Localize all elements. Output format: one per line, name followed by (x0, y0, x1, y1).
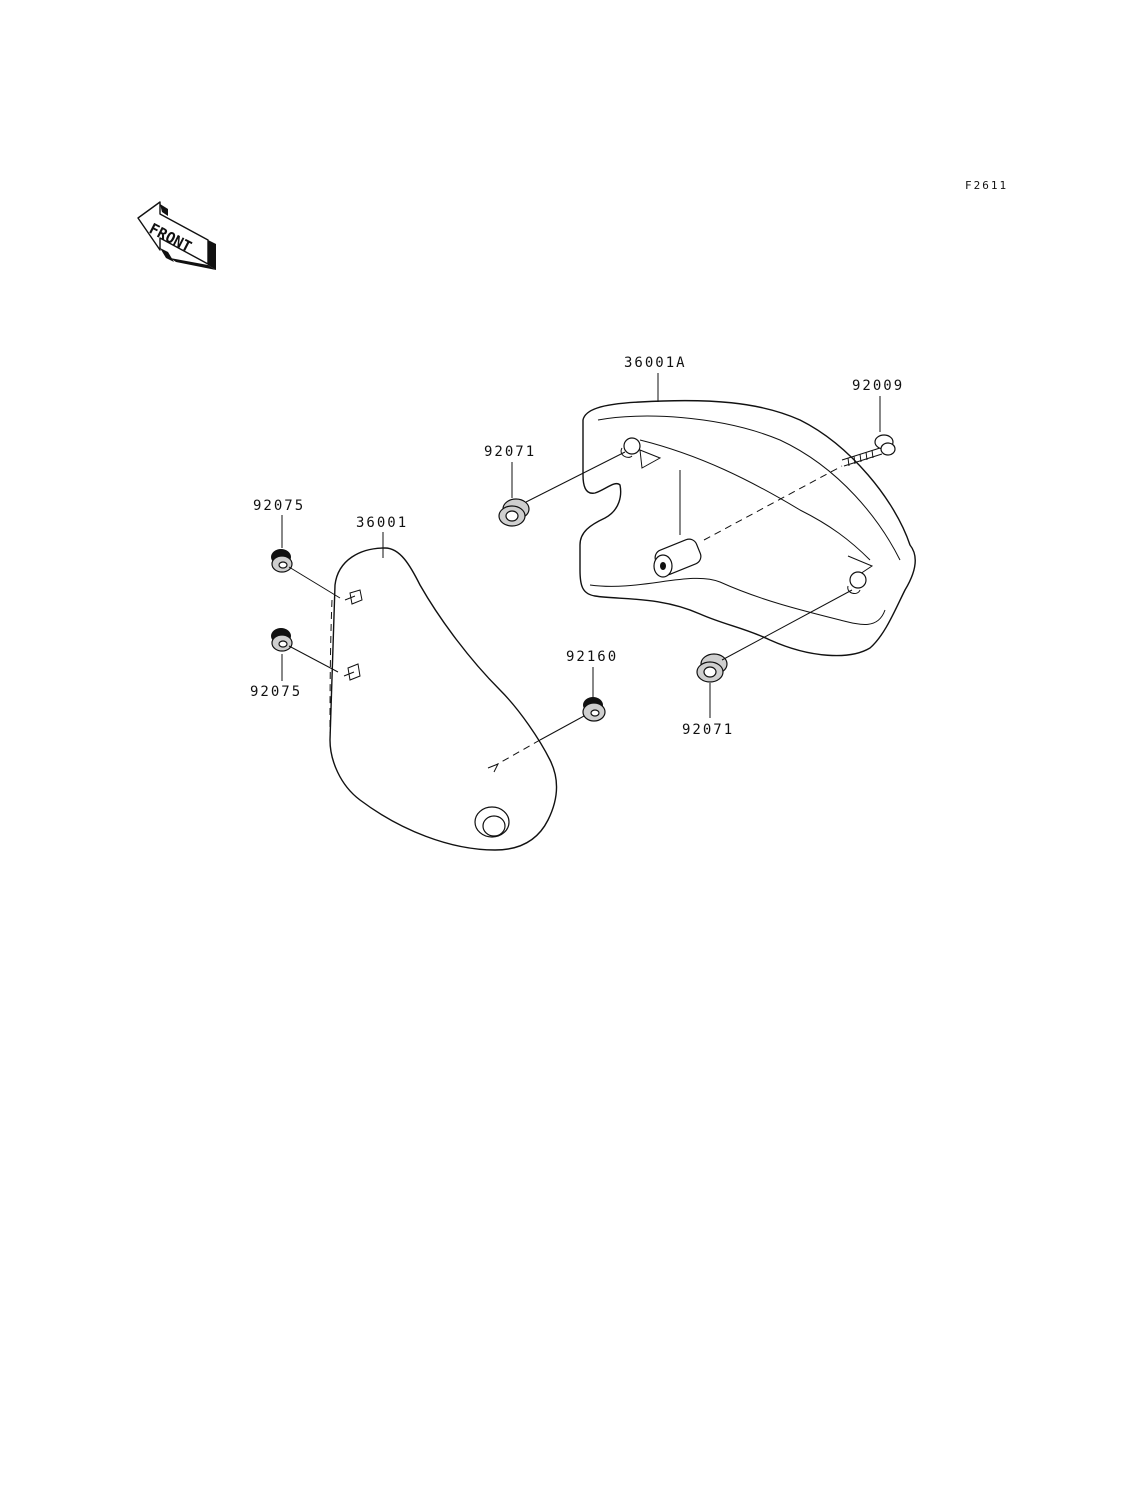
part-number-92071-lower: 92071 (682, 722, 734, 738)
part-number-92075-lower: 92075 (250, 684, 302, 700)
part-number-36001A: 36001A (624, 355, 687, 371)
bolt-92009 (841, 434, 896, 467)
part-number-92071-upper: 92071 (484, 444, 536, 460)
label-leaders (281, 373, 881, 718)
grommet-92160 (582, 697, 606, 722)
grommet-92071-lower (696, 653, 728, 683)
grommet-92075-lower (271, 628, 293, 652)
front-direction-arrow-icon: FRONT (137, 201, 216, 270)
part-number-36001: 36001 (356, 515, 408, 531)
side-cover-36001 (329, 547, 558, 851)
figure-code: F2611 (965, 179, 1008, 192)
grommet-92071-upper (498, 498, 530, 527)
part-number-92009: 92009 (852, 378, 904, 394)
part-number-92075-upper: 92075 (253, 498, 305, 514)
part-number-92160: 92160 (566, 649, 618, 665)
grommet-92075-upper (271, 549, 293, 573)
assembly-lines (288, 451, 853, 766)
side-cover-36001A (579, 399, 916, 657)
